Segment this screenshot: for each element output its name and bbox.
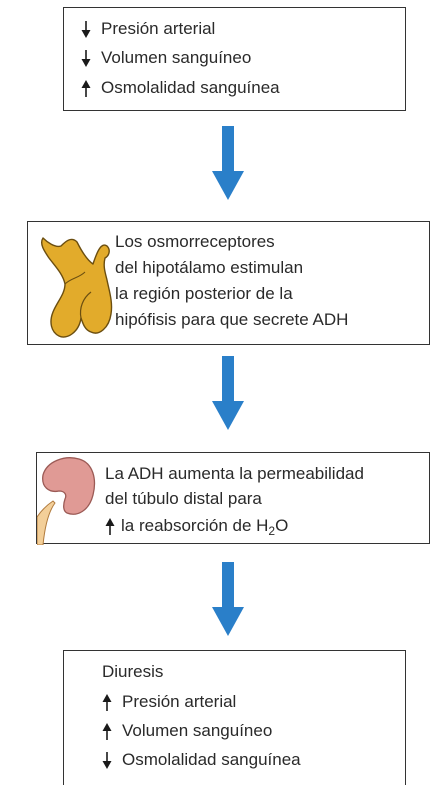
arrow-down-icon bbox=[81, 21, 91, 38]
flow-arrow-down-icon bbox=[212, 562, 244, 636]
kidney-icon bbox=[37, 457, 96, 545]
box2-line: hipófisis para que secrete ADH bbox=[115, 310, 349, 329]
arrow-down-icon bbox=[102, 752, 112, 769]
box4-title: Diuresis bbox=[102, 662, 164, 681]
flow-arrow-down-icon bbox=[212, 126, 244, 200]
arrow-up-icon bbox=[102, 694, 112, 711]
subscript-2: 2 bbox=[268, 524, 276, 538]
box-hypothalamus: Los osmorreceptores del hipotálamo estim… bbox=[27, 221, 430, 345]
box3-line: del túbulo distal para bbox=[105, 489, 262, 508]
box-results: Diuresis Presión arterial Volumen sanguí… bbox=[63, 650, 406, 785]
hypothalamus-pituitary-icon bbox=[40, 237, 113, 338]
box2-line: del hipotálamo estimulan bbox=[115, 258, 304, 277]
item-label: Osmolalidad sanguínea bbox=[101, 78, 280, 97]
item-label: Presión arterial bbox=[101, 19, 216, 38]
box2-line: Los osmorreceptores bbox=[115, 232, 275, 251]
box-initial-conditions: Presión arterial Volumen sanguíneo Osmol… bbox=[63, 7, 406, 111]
box2-line: la región posterior de la bbox=[115, 284, 293, 303]
item-label: Volumen sanguíneo bbox=[122, 721, 273, 740]
reabsorption-suffix: O bbox=[275, 516, 289, 535]
flow-arrow-down-icon bbox=[212, 356, 244, 430]
arrow-down-icon bbox=[81, 50, 91, 67]
box-adh-kidney: La ADH aumenta la permeabilidad del túbu… bbox=[36, 452, 430, 545]
reabsorption-text: la reabsorción de H2O bbox=[121, 516, 289, 538]
box3-line: La ADH aumenta la permeabilidad bbox=[105, 464, 364, 483]
item-label: Volumen sanguíneo bbox=[101, 48, 252, 67]
arrow-up-icon bbox=[102, 723, 112, 740]
reabsorption-prefix: la reabsorción de H bbox=[121, 516, 269, 535]
arrow-up-icon bbox=[105, 518, 115, 535]
item-label: Osmolalidad sanguínea bbox=[122, 750, 301, 769]
arrow-up-icon bbox=[81, 80, 91, 97]
item-label: Presión arterial bbox=[122, 692, 237, 711]
